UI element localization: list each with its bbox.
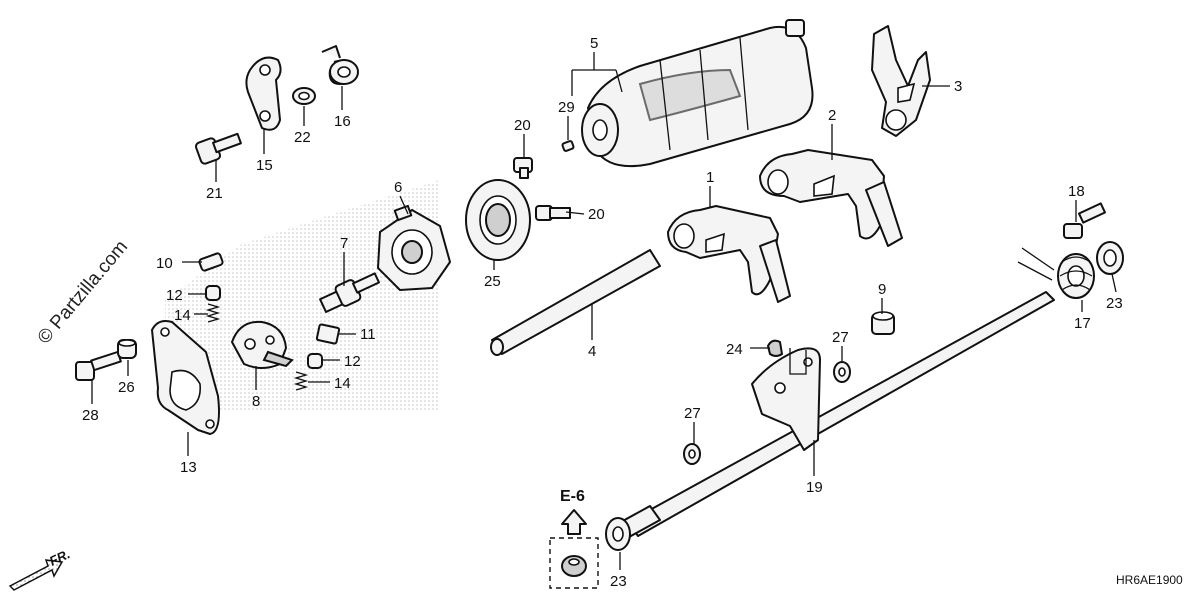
callout-numbers: 1 2 3 4 5 6 7 8 9 10 11 12 12 13 14 14 1… [82,35,1123,590]
callout-25[interactable]: 25 [484,273,501,290]
part-7-drum-shaft[interactable] [319,272,380,313]
callout-24[interactable]: 24 [726,341,743,358]
part-20-bolt-upper[interactable] [513,157,533,179]
callout-2[interactable]: 2 [828,107,836,124]
part-1-shift-fork[interactable] [667,205,791,303]
watermark-left: © Partzilla.com [34,237,132,349]
part-23-washer-bottom[interactable] [605,517,631,551]
front-direction-label: FR. [47,546,72,568]
part-3-shift-fork[interactable] [871,25,931,137]
callout-22[interactable]: 22 [294,129,311,146]
part-4-fork-shaft[interactable] [490,249,661,356]
part-11-guide[interactable] [315,323,341,345]
callout-20-upper[interactable]: 20 [514,117,531,134]
part-22-washer[interactable] [292,87,316,105]
part-28-bolt[interactable] [75,350,122,381]
callout-4[interactable]: 4 [588,343,596,360]
part-12-collar-upper[interactable] [205,285,221,301]
callout-12-upper[interactable]: 12 [166,287,183,304]
part-29-dowel-pin[interactable] [561,140,575,152]
callout-18[interactable]: 18 [1068,183,1085,200]
part-18-bolt[interactable] [1063,202,1106,239]
callout-12-lower[interactable]: 12 [344,353,361,370]
callout-1[interactable]: 1 [706,169,714,186]
callout-14-lower[interactable]: 14 [334,375,351,392]
leader-lines [91,52,1117,570]
part-25-bearing[interactable] [465,179,531,261]
part-5-shift-drum[interactable] [581,19,814,168]
part-16-spring[interactable] [321,45,359,85]
callout-17[interactable]: 17 [1074,315,1091,332]
part-26-collar[interactable] [117,339,137,359]
callout-27-upper[interactable]: 27 [832,329,849,346]
stipple-background [165,180,440,410]
callout-7[interactable]: 7 [340,235,348,252]
part-13-gasket-cover[interactable] [151,320,220,435]
callout-14-upper[interactable]: 14 [174,307,191,324]
part-15-stopper-plate[interactable] [245,56,282,131]
part-20-bolt-lower[interactable] [535,205,571,221]
callout-9[interactable]: 9 [878,281,886,298]
reference-e6-label: E-6 [560,488,585,505]
part-21-bolt[interactable] [194,132,242,165]
part-9-collar[interactable] [871,311,895,335]
part-14-spring-lower[interactable] [293,371,309,391]
callout-5[interactable]: 5 [590,35,598,52]
part-27-circlip-upper[interactable] [833,361,851,383]
front-direction-arrow [8,559,64,591]
part-12-collar-lower[interactable] [307,353,323,369]
part-6-drum-center[interactable] [377,204,451,291]
callout-23-bottom[interactable]: 23 [610,573,627,590]
callout-8[interactable]: 8 [252,393,260,410]
part-2-shift-fork[interactable] [759,149,903,247]
reference-e6[interactable] [549,509,599,589]
callout-19[interactable]: 19 [806,479,823,496]
callout-20-lower[interactable]: 20 [588,206,605,223]
callout-26[interactable]: 26 [118,379,135,396]
callout-27-lower[interactable]: 27 [684,405,701,422]
part-27-circlip-lower[interactable] [683,443,701,465]
callout-16[interactable]: 16 [334,113,351,130]
part-24-clip[interactable] [766,339,784,357]
callout-29[interactable]: 29 [558,99,575,116]
callout-3[interactable]: 3 [954,78,962,95]
part-17-return-spring[interactable] [1017,247,1095,299]
callout-10[interactable]: 10 [156,255,173,272]
callout-28[interactable]: 28 [82,407,99,424]
part-14-spring-upper[interactable] [205,303,221,323]
callout-13[interactable]: 13 [180,459,197,476]
part-23-washer-right[interactable] [1096,241,1124,275]
callout-6[interactable]: 6 [394,179,402,196]
callout-15[interactable]: 15 [256,157,273,174]
callout-21[interactable]: 21 [206,185,223,202]
diagram-code: HR6AE1900 [1116,573,1183,587]
part-8-stopper-arm[interactable] [231,320,294,369]
part-10-pin[interactable] [198,252,224,272]
callout-11[interactable]: 11 [360,326,376,343]
callout-23-right[interactable]: 23 [1106,295,1123,312]
